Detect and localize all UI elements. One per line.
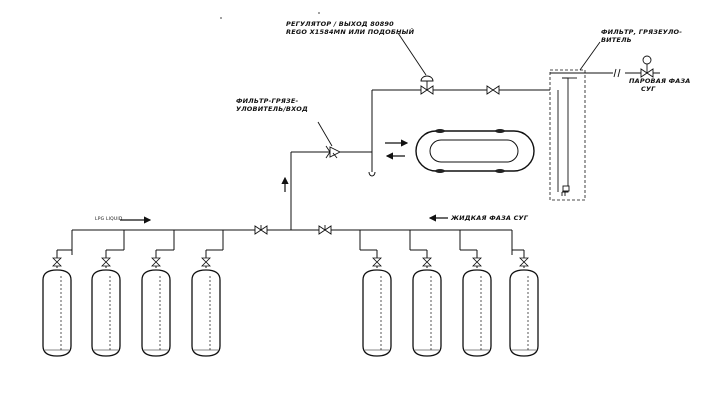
gas-cylinder bbox=[91, 257, 121, 357]
filter-internals bbox=[557, 41, 601, 196]
outlet-valve bbox=[640, 55, 654, 78]
upper-vapor-pipe bbox=[368, 72, 660, 177]
header-valve-left bbox=[254, 225, 268, 235]
vapor-valve bbox=[486, 85, 500, 95]
gas-cylinder bbox=[42, 257, 72, 357]
cylinder-group-left bbox=[42, 257, 221, 357]
lpg-liquid-label: LPG LIQUID bbox=[95, 217, 123, 222]
header-valve-right bbox=[318, 225, 332, 235]
vapor-phase-label: ПАРОВАЯ ФАЗА СУГ bbox=[629, 77, 691, 93]
pipe-break bbox=[613, 68, 621, 78]
filter-top-label-line1: ФИЛЬТР, ГРЯЗЕУЛО- bbox=[601, 28, 683, 36]
filter-top-label-line2: ВИТЕЛЬ bbox=[601, 36, 632, 44]
inlet-filter-label-line2: УЛОВИТЕЛЬ/ВХОД bbox=[236, 105, 309, 113]
gas-cylinder bbox=[462, 257, 492, 357]
liquid-phase-label: ЖИДКАЯ ФАЗА СУГ bbox=[451, 214, 529, 222]
inlet-filter-label-line1: ФИЛЬТР-ГРЯЗЕ- bbox=[236, 97, 299, 105]
storage-tank bbox=[415, 129, 535, 173]
flow-arrows bbox=[120, 139, 448, 224]
inlet-filter-label: ФИЛЬТР-ГРЯЗЕ- УЛОВИТЕЛЬ/ВХОД bbox=[236, 97, 308, 113]
filter-top-label: ФИЛЬТР, ГРЯЗЕУЛО- ВИТЕЛЬ bbox=[601, 28, 682, 44]
main-header-pipe bbox=[71, 151, 513, 255]
filter-enclosure bbox=[549, 69, 586, 201]
right-drops bbox=[359, 230, 525, 262]
cylinder-group-right bbox=[362, 257, 539, 357]
vapor-phase-label-line2: СУГ bbox=[641, 85, 656, 93]
left-drops bbox=[56, 230, 224, 262]
gas-cylinder bbox=[362, 257, 392, 357]
top-marks bbox=[220, 12, 320, 19]
regulator-label: РЕГУЛЯТОР / ВЫХОД 80890 REGO X1584MN ИЛИ… bbox=[286, 20, 414, 36]
regulator bbox=[397, 32, 434, 95]
vapor-phase-label-line1: ПАРОВАЯ ФАЗА bbox=[629, 77, 691, 85]
gas-cylinder bbox=[141, 257, 171, 357]
regulator-label-line2: REGO X1584MN ИЛИ ПОДОБНЫЙ bbox=[286, 28, 415, 36]
regulator-label-line1: РЕГУЛЯТОР / ВЫХОД 80890 bbox=[286, 20, 394, 28]
inlet-filter-strainer bbox=[317, 121, 342, 159]
gas-cylinder bbox=[509, 257, 539, 357]
gas-cylinder bbox=[191, 257, 221, 357]
gas-cylinder bbox=[412, 257, 442, 357]
